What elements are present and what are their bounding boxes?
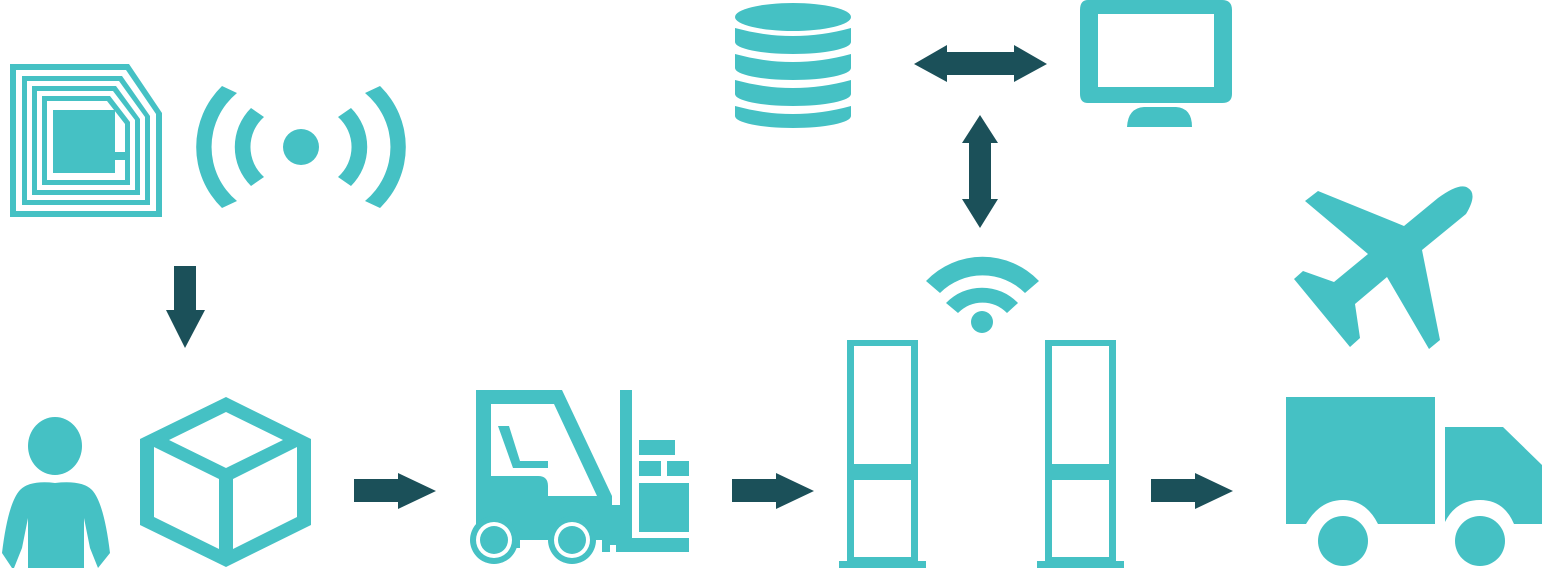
database-icon xyxy=(735,3,851,128)
double-arrow-database-monitor xyxy=(914,45,1047,82)
radio-signal-icon xyxy=(196,86,406,208)
arrow-box-to-forklift xyxy=(354,473,436,509)
wifi-icon xyxy=(926,256,1039,333)
package-box-icon xyxy=(140,397,311,567)
rfid-tag-icon xyxy=(10,64,162,217)
person-icon xyxy=(2,417,110,568)
rfid-gate-right-icon xyxy=(1037,340,1124,568)
monitor-icon xyxy=(1080,0,1232,127)
arrow-gate-to-truck xyxy=(1151,473,1233,509)
rfid-gate-left-icon xyxy=(839,340,926,568)
delivery-truck-icon xyxy=(1286,397,1542,566)
airplane-icon xyxy=(1294,186,1473,349)
arrow-forklift-to-gate xyxy=(732,473,814,509)
forklift-wheel-hubs xyxy=(476,522,590,558)
double-arrow-database-wifi xyxy=(962,115,998,228)
arrow-tag-to-box xyxy=(166,266,205,348)
